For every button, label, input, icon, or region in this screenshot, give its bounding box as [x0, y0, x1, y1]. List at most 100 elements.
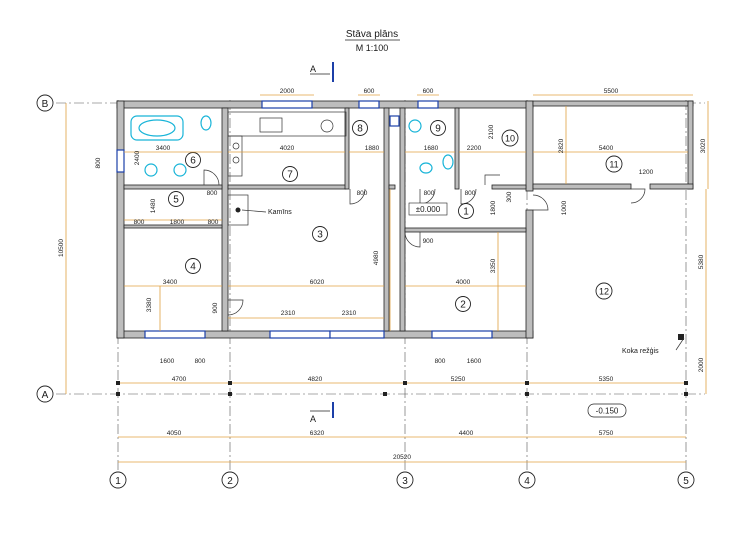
room-number-10: 10: [501, 129, 519, 147]
svg-text:600: 600: [423, 88, 434, 95]
svg-text:5500: 5500: [604, 88, 619, 95]
windows: [116, 100, 493, 339]
plan-title: Stāva plāns: [346, 29, 398, 40]
koka-rezgis-label: Koka režģis: [622, 347, 659, 355]
svg-text:5250: 5250: [451, 376, 466, 383]
room-number-7: 7: [282, 166, 298, 182]
svg-text:3: 3: [317, 230, 323, 241]
svg-text:800: 800: [357, 190, 368, 197]
svg-text:5750: 5750: [599, 430, 614, 437]
room-number-12: 12: [595, 282, 613, 300]
axis-bubble-5: 5: [677, 471, 695, 489]
room-number-5: 5: [168, 191, 184, 207]
svg-text:10500: 10500: [58, 239, 65, 257]
room-number-8: 8: [352, 120, 368, 136]
svg-text:4: 4: [524, 476, 530, 487]
svg-text:5: 5: [683, 476, 689, 487]
svg-text:3: 3: [402, 476, 408, 487]
room-number-1: 1: [458, 203, 474, 219]
svg-text:800: 800: [134, 219, 145, 226]
level-mark-zero: ±0.000: [416, 205, 441, 214]
svg-text:800: 800: [424, 190, 435, 197]
svg-text:4000: 4000: [456, 279, 471, 286]
room-number-2: 2: [455, 296, 471, 312]
svg-text:9: 9: [435, 124, 441, 135]
svg-text:6020: 6020: [310, 279, 325, 286]
svg-text:2000: 2000: [698, 357, 705, 372]
svg-text:3380: 3380: [146, 297, 153, 312]
svg-text:8: 8: [357, 124, 363, 135]
svg-text:5380: 5380: [698, 254, 705, 269]
svg-text:1800: 1800: [490, 200, 497, 215]
svg-text:4050: 4050: [167, 430, 182, 437]
svg-text:12: 12: [599, 287, 609, 297]
svg-text:2310: 2310: [342, 310, 357, 317]
svg-text:11: 11: [609, 160, 618, 170]
svg-text:4400: 4400: [459, 430, 474, 437]
svg-text:1: 1: [115, 476, 121, 487]
svg-text:2: 2: [227, 476, 233, 487]
svg-text:10: 10: [505, 134, 515, 144]
svg-text:A: A: [42, 390, 49, 401]
section-mark-top: A: [310, 64, 316, 74]
svg-text:800: 800: [207, 190, 218, 197]
svg-text:1800: 1800: [170, 219, 185, 226]
room-number-4: 4: [185, 258, 201, 274]
svg-text:1200: 1200: [639, 169, 654, 176]
svg-text:300: 300: [506, 191, 513, 202]
svg-text:7: 7: [287, 170, 293, 181]
svg-text:2: 2: [460, 300, 466, 311]
svg-text:4700: 4700: [172, 376, 187, 383]
svg-text:1880: 1880: [365, 145, 380, 152]
svg-text:800: 800: [95, 157, 102, 168]
svg-text:1600: 1600: [160, 358, 175, 365]
svg-text:3350: 3350: [490, 258, 497, 273]
svg-text:4: 4: [190, 262, 196, 273]
svg-text:4820: 4820: [308, 376, 323, 383]
svg-text:2000: 2000: [280, 88, 295, 95]
svg-text:B: B: [42, 99, 49, 110]
svg-text:800: 800: [195, 358, 206, 365]
room-number-11: 11: [605, 155, 623, 173]
axis-bubble-3: 3: [396, 471, 414, 489]
svg-text:1: 1: [463, 207, 469, 218]
svg-text:20520: 20520: [393, 454, 411, 461]
section-mark-bottom: A: [310, 414, 316, 424]
svg-text:800: 800: [465, 190, 476, 197]
svg-text:5400: 5400: [599, 145, 614, 152]
svg-text:6: 6: [190, 156, 196, 167]
svg-text:600: 600: [364, 88, 375, 95]
room-number-6: 6: [185, 152, 201, 168]
svg-text:6320: 6320: [310, 430, 325, 437]
level-mark-minus: -0.150: [596, 407, 619, 416]
dimension-ticks: [116, 381, 688, 396]
svg-text:3020: 3020: [700, 138, 707, 153]
svg-text:800: 800: [435, 358, 446, 365]
svg-text:2310: 2310: [281, 310, 296, 317]
axis-bubble-1: 1: [109, 471, 127, 489]
svg-text:1480: 1480: [150, 198, 157, 213]
svg-text:2100: 2100: [488, 124, 495, 139]
axis-bubble-4: 4: [518, 471, 536, 489]
kitchen-counter: [227, 111, 347, 177]
svg-text:3400: 3400: [163, 279, 178, 286]
svg-text:1000: 1000: [561, 200, 568, 215]
axis-bubble-b: B: [36, 94, 54, 112]
dimension-lines: [65, 94, 709, 463]
svg-text:3400: 3400: [156, 145, 171, 152]
plan-scale: M 1:100: [356, 43, 389, 53]
svg-text:5350: 5350: [599, 376, 614, 383]
svg-text:1600: 1600: [467, 358, 482, 365]
kamins-label: Kamīns: [268, 209, 292, 216]
svg-text:4980: 4980: [373, 250, 380, 265]
svg-text:1680: 1680: [424, 145, 439, 152]
room-number-3: 3: [312, 226, 328, 242]
bathroom-fixtures: [130, 115, 454, 177]
axis-bubble-2: 2: [221, 471, 239, 489]
dimension-texts: 2000 600 600 5500 3400 4020 1880 1680 22…: [58, 88, 707, 461]
svg-text:2200: 2200: [467, 145, 482, 152]
room-numbers: 1 2 3 4 5 6 7 8 9 10 11 12: [168, 120, 623, 312]
fireplace: [227, 194, 267, 226]
room-number-9: 9: [430, 120, 446, 136]
